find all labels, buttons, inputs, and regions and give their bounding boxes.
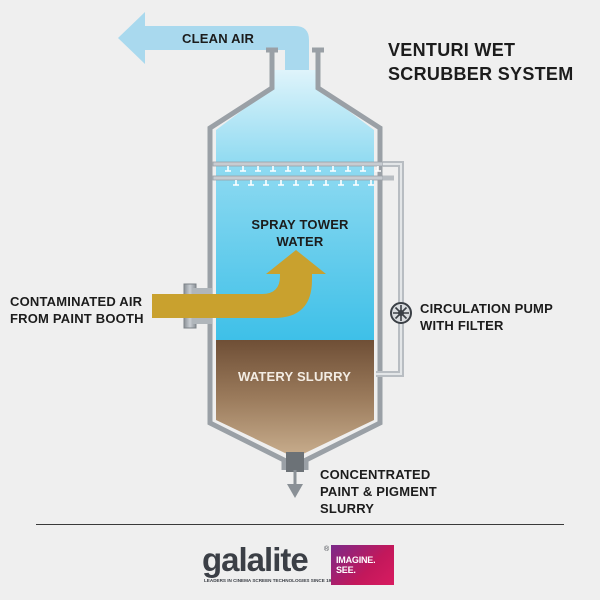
watery-slurry-label: WATERY SLURRY [238,369,352,384]
circulation-pump-label: CIRCULATION PUMP WITH FILTER [420,300,553,334]
contaminated-air-label: CONTAMINATED AIR FROM PAINT BOOTH [10,293,144,327]
spray-nozzle [248,180,254,186]
circulation-pump-line-2: WITH FILTER [420,318,504,333]
imagine-see-badge: IMAGINE. SEE. [331,545,394,585]
spray-nozzle [345,166,351,172]
title-line-1: VENTURI WET [388,40,516,60]
circulation-pipe [376,161,404,377]
spray-tower-line-2: WATER [276,234,324,249]
tank-wall [207,50,383,470]
footer-divider [36,524,564,525]
diagram-title: VENTURI WET SCRUBBER SYSTEM [388,38,574,86]
brand-tagline: LEADERS IN CINEMA SCREEN TECHNOLOGIES SI… [204,578,337,583]
spray-nozzle [225,166,231,172]
spray-nozzle [360,166,366,172]
spray-nozzle [233,180,239,186]
concentrated-line-1: CONCENTRATED [320,467,431,482]
circulation-pump-icon [390,302,412,324]
spray-nozzle [338,180,344,186]
spray-nozzle [263,180,269,186]
spray-tower-label: SPRAY TOWER WATER [240,216,360,250]
spray-nozzle [330,166,336,172]
spray-nozzle [353,180,359,186]
brand-name: galalite [202,541,309,578]
spray-nozzle [285,166,291,172]
registered-mark: ® [324,546,330,553]
clean-air-label: CLEAN AIR [182,31,255,46]
spray-nozzle [315,166,321,172]
circulation-pump-line-1: CIRCULATION PUMP [420,301,553,316]
galalite-logo: galalite ® LEADERS IN CINEMA SCREEN TECH… [202,542,402,590]
concentrated-line-3: SLURRY [320,501,375,516]
title-line-2: SCRUBBER SYSTEM [388,64,574,84]
spray-nozzle [278,180,284,186]
contaminated-air-arrow [152,250,326,318]
clean-air-arrow [118,12,309,86]
drain-outlet [286,452,304,498]
slogan-line-2: SEE. [336,565,356,575]
contaminated-air-line-1: CONTAMINATED AIR [10,294,143,309]
spray-nozzle [293,180,299,186]
spray-nozzle [300,166,306,172]
spray-nozzle [368,180,374,186]
slogan-line-1: IMAGINE. [336,555,376,565]
concentrated-line-2: PAINT & PIGMENT [320,484,437,499]
watery-slurry [216,340,374,454]
spray-nozzle [270,166,276,172]
spray-nozzle [375,166,381,172]
spray-nozzle [308,180,314,186]
brand-slogan: IMAGINE. SEE. [336,555,376,575]
spray-tower-line-1: SPRAY TOWER [251,217,349,232]
spray-nozzle [240,166,246,172]
concentrated-slurry-label: CONCENTRATED PAINT & PIGMENT SLURRY [320,466,437,517]
contaminated-air-line-2: FROM PAINT BOOTH [10,311,144,326]
spray-nozzle [255,166,261,172]
spray-nozzle [323,180,329,186]
spray-tower-water [216,70,374,340]
spray-nozzles [212,161,384,186]
